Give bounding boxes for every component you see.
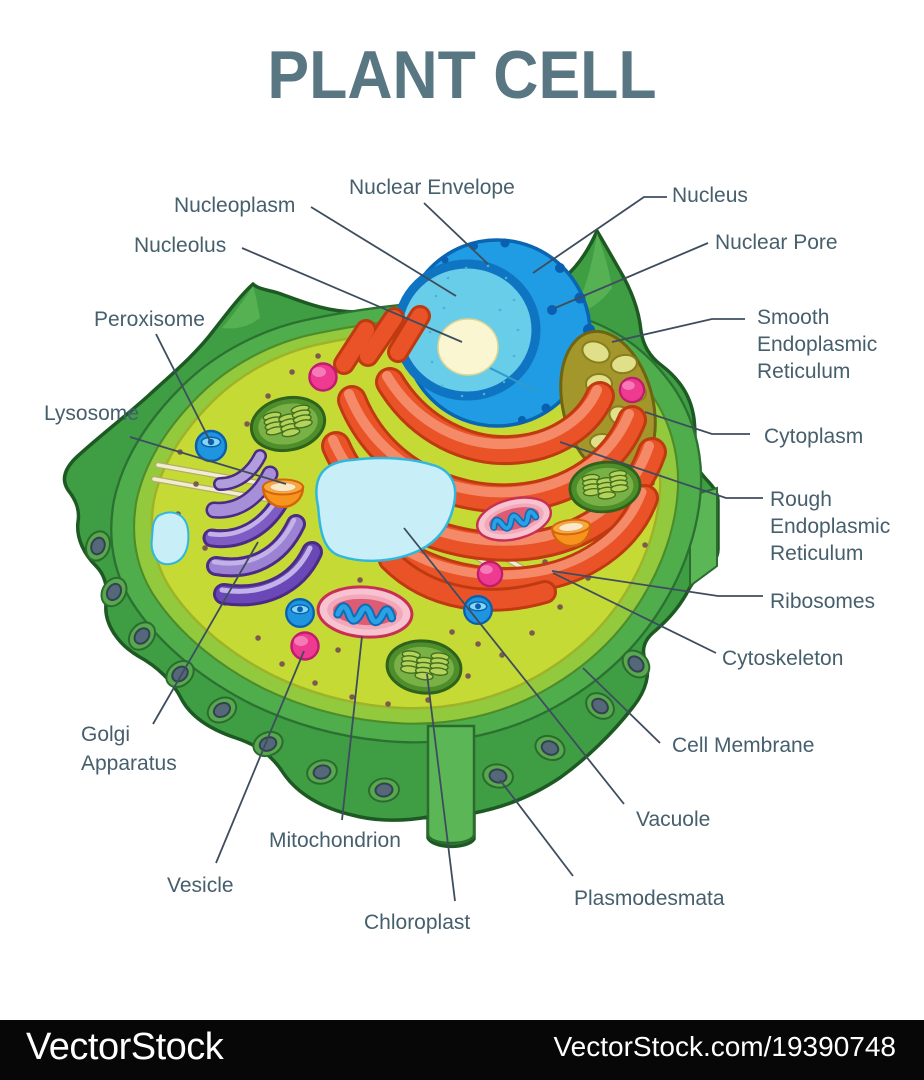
leader-rough-er (559, 441, 763, 499)
vacuole-shape (315, 456, 457, 563)
label-golgi-apparatus: Golgi Apparatus (81, 723, 177, 775)
label-vacuole: Vacuole (636, 808, 711, 831)
label-nucleus: Nucleus (672, 184, 748, 207)
label-ribosomes: Ribosomes (770, 590, 876, 613)
peroxisome-shape-1 (194, 429, 228, 463)
leader-plasmodesmata (499, 779, 574, 877)
leader-peroxisome (155, 333, 211, 442)
label-plasmodesmata: Plasmodesmata (574, 887, 725, 910)
leader-lysosome (129, 436, 287, 485)
label-cytoskeleton: Cytoskeleton (722, 647, 844, 670)
plasmodesma-channel (426, 724, 476, 845)
label-cytoplasm: Cytoplasm (764, 425, 864, 448)
leader-lines (129, 196, 763, 902)
leader-smooth-er (611, 318, 745, 343)
leader-vacuole (403, 527, 625, 805)
leader-nucleolus (241, 247, 463, 343)
label-chloroplast: Chloroplast (364, 911, 471, 934)
leader-cytoplasm (644, 411, 750, 435)
leader-nucleoplasm (310, 206, 457, 297)
label-nucleolus: Nucleolus (134, 234, 227, 257)
vesicle-shape-1 (308, 362, 338, 392)
leader-vesicle (215, 650, 305, 864)
label-lysosome: Lysosome (44, 402, 139, 425)
leader-ribosomes (551, 570, 763, 597)
label-nuclear-envelope: Nuclear Envelope (349, 176, 515, 199)
leader-nuclear-envelope (423, 202, 489, 265)
label-cell-membrane: Cell Membrane (672, 734, 815, 757)
label-mitochondrion: Mitochondrion (269, 829, 401, 852)
label-nucleoplasm: Nucleoplasm (174, 194, 296, 217)
page-title: PLANT CELL (267, 37, 657, 113)
leader-chloroplast (426, 673, 456, 902)
leader-cytoskeleton (552, 572, 717, 654)
label-rough-er: Rough Endoplasmic Reticulum (770, 488, 891, 565)
golgi-apparatus-shape (202, 449, 323, 607)
leader-nuclear-pore (554, 242, 709, 309)
label-smooth-er: Smooth Endoplasmic Reticulum (757, 306, 878, 383)
leader-golgi (152, 541, 259, 725)
nucleoplasm-speckles (428, 264, 520, 398)
leader-cell-membrane (582, 667, 661, 744)
watermark-bar: VectorStock VectorStock.com/19390748 (0, 1020, 924, 1080)
leader-nucleus (532, 196, 667, 274)
label-peroxisome: Peroxisome (94, 308, 205, 331)
watermark-url: VectorStock.com/19390748 (553, 1031, 896, 1062)
peroxisome-shape-2 (285, 598, 315, 628)
vectorstock-logo: VectorStock (26, 1025, 224, 1068)
vesicle-shape-3 (476, 560, 504, 588)
vesicle-shape-4 (618, 376, 646, 404)
nucleus-shape (393, 238, 595, 428)
label-vesicle: Vesicle (167, 874, 234, 897)
cytoskeleton-shape (151, 462, 554, 600)
label-nuclear-pore: Nuclear Pore (715, 231, 838, 254)
leader-mitochondrion (341, 635, 363, 821)
nucleolus-shape (437, 318, 499, 376)
small-vacuole-left (150, 511, 190, 566)
vesicle-shape-2 (290, 631, 320, 661)
